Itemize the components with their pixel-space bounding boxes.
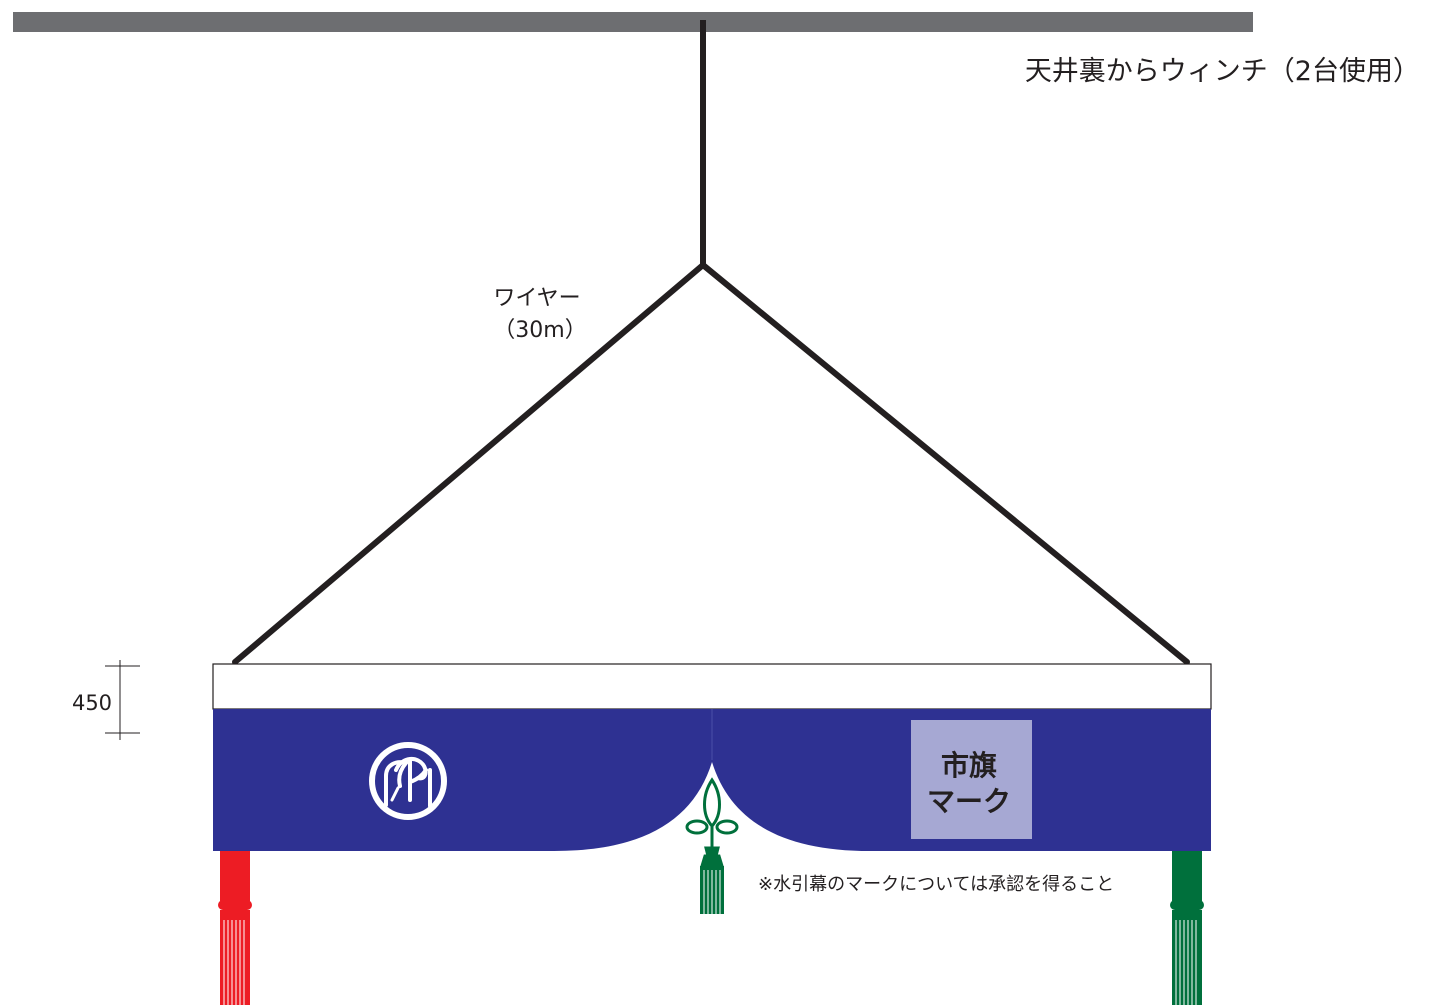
city-flag-mark-line2: マーク [927,785,1011,818]
left-tassel-icon [218,851,252,1005]
dimension-label: 450 [72,691,112,715]
batten-bar [212,663,1212,710]
right-tassel-icon [1170,851,1204,1005]
wire-label-line1: ワイヤー [493,286,580,311]
wire-label-line2: （30m） [493,318,586,343]
center-tassel-fringe [703,870,721,914]
ceiling-beam [13,12,1253,32]
winch-label: 天井裏からウィンチ（2台使用） [1025,56,1420,87]
city-flag-mark-box [911,720,1032,839]
approval-note: ※水引幕のマークについては承認を得ること [758,874,1114,895]
city-emblem-icon [369,742,447,820]
city-flag-mark-line1: 市旗 [941,749,997,782]
wire-left [232,262,706,665]
dimension-marker [105,660,140,740]
wire-right [700,262,1190,665]
